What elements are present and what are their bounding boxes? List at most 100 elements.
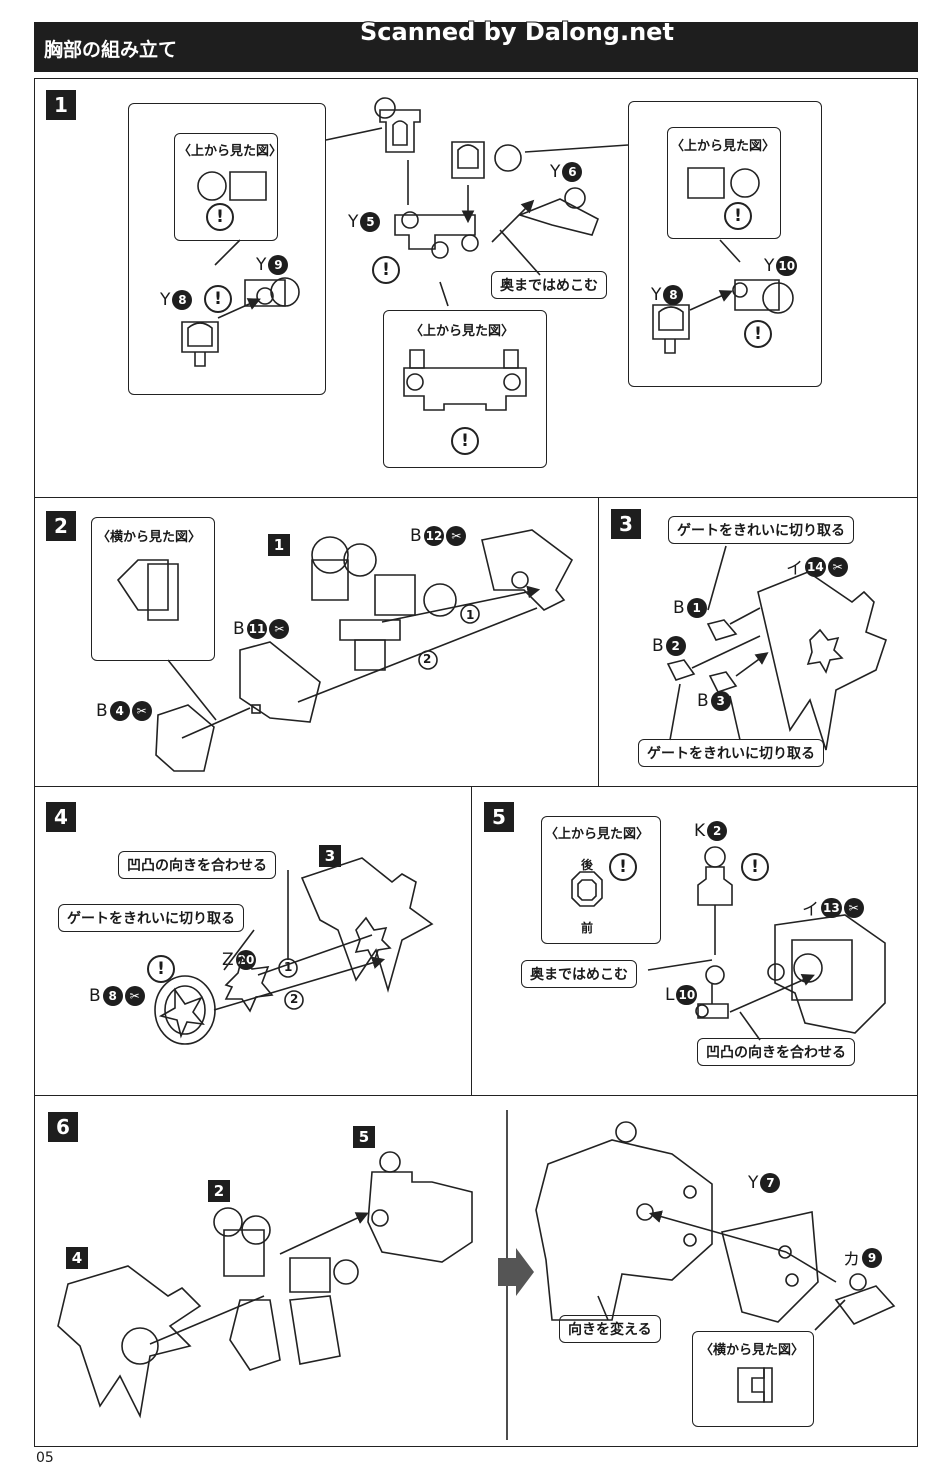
part-b3 [708,671,738,693]
ref-step-4: 4 [66,1247,88,1269]
warning-icon: ! [147,955,175,983]
step-4-number: 4 [46,802,76,832]
joint-part-l10 [695,965,729,1019]
warning-icon: ! [741,853,769,881]
part-number: 8 [663,285,684,305]
part-runner: Y [348,212,359,232]
part-number: 4 [109,701,130,721]
section-title: 胸部の組み立て [44,39,178,61]
part-runner: カ [843,1250,860,1270]
frame-part-center [394,211,479,259]
star-part-z20 [224,955,274,1013]
order-marker-1: 1 [466,608,475,622]
cut-icon: ✂ [124,986,145,1006]
order-marker-2: 2 [423,652,432,666]
center-assembly-step1 [311,536,457,671]
align-note: 凹凸の向きを合わせる [118,851,276,879]
cut-icon: ✂ [131,701,152,721]
ref-step-1: 1 [268,534,290,556]
step-1-right-topview-label: 〈上から見た図〉 [671,139,776,154]
part-b2 [666,659,696,681]
part-number: 7 [760,1173,781,1193]
part-runner: B [673,598,685,618]
armor-step3 [300,857,434,993]
ref-step-3: 3 [319,845,341,867]
joint-part-y8-center [374,97,421,153]
step-2-sideview-label: 〈横から見た図〉 [97,530,202,545]
gate-cut-note-bottom: ゲートをきれいに切り取る [638,739,824,767]
warning-icon: ! [609,853,637,881]
warning-icon: ! [206,203,234,231]
cut-icon: ✂ [269,619,290,639]
step-3-panel [598,497,918,787]
section-header: 胸部の組み立て [34,22,918,72]
step-5-number: 5 [484,802,514,832]
part-runner: K [694,821,706,841]
front-armor-b11 [239,641,321,723]
step-3-number: 3 [611,509,641,539]
topview-frame-center [403,349,527,411]
step-1-left-topview-label: 〈上から見た図〉 [178,144,283,159]
step-1-number: 1 [46,90,76,120]
part-runner: Y [748,1173,759,1193]
part-number: 14 [805,556,826,577]
part-runner: L [665,985,675,1005]
part-b1 [706,619,738,641]
part-runner: Y [160,290,171,310]
joint-part-y9-center [451,141,522,179]
part-number: 9 [268,255,289,275]
order-marker-2: 2 [290,992,299,1006]
part-number: 12 [423,526,445,546]
part-runner: Y [550,162,561,182]
armor-b4 [155,704,215,772]
disc-part-b8 [154,975,216,1045]
step-2-sideview-callout [91,517,215,661]
topview-octagon [571,871,603,907]
part-runner: B [652,636,664,656]
part-number: 5 [360,212,381,232]
part-runner: Y [256,255,267,275]
sideview-armor-b4 [116,559,179,621]
topview-joint-right [687,167,760,199]
head-part-k2 [697,846,733,906]
warning-icon: ! [451,427,479,455]
part-runner: イ [786,559,803,579]
part-number: 6 [562,162,583,182]
sideview-ka9 [737,1367,773,1403]
ref-step-2: 2 [208,1180,230,1202]
warning-icon: ! [204,285,232,313]
part-number: 8 [172,290,193,310]
cut-icon: ✂ [843,897,864,918]
part-runner: B [89,986,101,1006]
joint-part-y8-left [181,321,219,367]
page-number: 05 [36,1450,54,1466]
part-number: 10 [776,256,798,276]
topview-joint-left [197,171,267,201]
joint-part-y8-right [652,304,690,354]
armor-part-i14 [757,571,887,751]
ref-step-5: 5 [353,1126,375,1148]
part-runner: B [697,691,709,711]
push-in-note: 奥まではめこむ [521,960,637,988]
cut-icon: ✂ [446,526,467,546]
gate-cut-note: ゲートをきれいに切り取る [58,904,244,932]
part-runner: Y [651,285,662,305]
back-label: 後 [581,858,594,872]
part-number: 9 [862,1247,882,1268]
part-number: 11 [246,619,268,639]
step-6-sideview-callout [692,1331,814,1427]
assembly-step5 [367,1151,473,1263]
